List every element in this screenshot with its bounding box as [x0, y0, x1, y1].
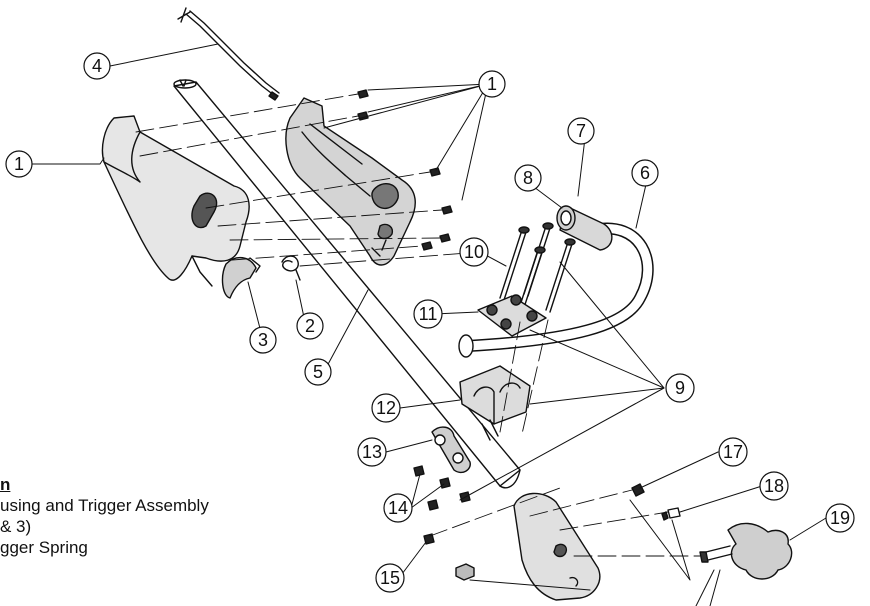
callout-11: 11 — [419, 304, 438, 324]
callout-6: 6 — [640, 163, 650, 183]
bottom-nut — [455, 563, 475, 581]
callout-3: 3 — [258, 330, 268, 350]
lower-clamp — [459, 365, 531, 425]
shaft — [173, 79, 521, 489]
throttle-cable — [177, 7, 280, 101]
screw-15 — [423, 533, 435, 545]
bracket-clamp — [431, 419, 499, 474]
legend-line-3: gger Spring — [0, 538, 88, 557]
legend-line-2: & 3) — [0, 517, 32, 536]
callout-numbers: 1 1 2 3 4 5 6 7 8 9 10 11 12 13 14 15 17… — [14, 56, 850, 588]
callout-12: 12 — [376, 398, 396, 418]
handle-housing-left — [101, 115, 250, 287]
adjustment-knob — [699, 522, 793, 580]
callout-1-left: 1 — [14, 154, 24, 174]
callout-5: 5 — [313, 362, 323, 382]
loop-handle — [458, 222, 654, 358]
callout-15: 15 — [380, 568, 400, 588]
callout-1-right: 1 — [487, 74, 497, 94]
callout-19: 19 — [830, 508, 850, 528]
callout-circles — [5, 52, 855, 593]
handle-housing-right — [285, 97, 416, 266]
callout-18: 18 — [764, 476, 784, 496]
callout-8: 8 — [523, 168, 533, 188]
callout-7: 7 — [576, 121, 586, 141]
callout-10: 10 — [464, 242, 484, 262]
housing-screws — [357, 89, 453, 251]
shaft-bracket — [513, 492, 601, 601]
parts-legend: n using and Trigger Assembly & 3) gger S… — [0, 474, 300, 558]
legend-line-1: using and Trigger Assembly — [0, 496, 209, 515]
upper-clamp — [477, 294, 547, 337]
callout-2: 2 — [305, 316, 315, 336]
leader-lines — [29, 43, 827, 606]
loop-handle-grip — [556, 205, 613, 251]
alignment-lines — [135, 93, 701, 557]
small-hardware — [631, 483, 681, 521]
callout-17: 17 — [723, 442, 743, 462]
callout-9: 9 — [675, 378, 685, 398]
callout-14: 14 — [388, 498, 408, 518]
trigger-spring — [281, 255, 301, 281]
callout-13: 13 — [362, 442, 382, 462]
legend-title: n — [0, 475, 11, 494]
callout-4: 4 — [92, 56, 102, 76]
trigger — [221, 257, 261, 299]
